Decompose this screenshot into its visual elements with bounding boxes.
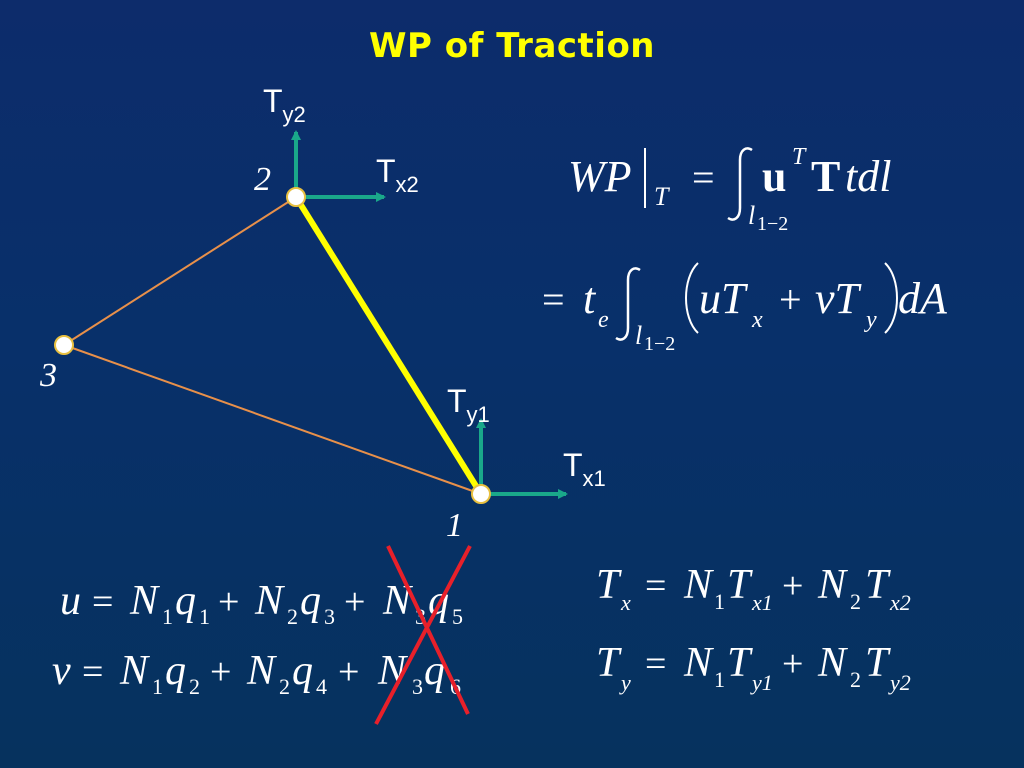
svg-text:N: N xyxy=(119,648,150,694)
svg-text:3: 3 xyxy=(412,674,423,699)
svg-text:1: 1 xyxy=(152,674,163,699)
equation-ty-interpolation: T y = N 1 T y1 + N 2 T y2 xyxy=(596,640,911,695)
svg-text:x2: x2 xyxy=(889,590,911,615)
integral-sign-2 xyxy=(615,267,641,341)
svg-text:tdl: tdl xyxy=(845,152,891,201)
svg-text:=: = xyxy=(645,643,666,685)
equation-work-potential-expanded: = t e l 1−2 uT x + vT y dA xyxy=(542,262,948,355)
label-tx1: Tx1 xyxy=(563,447,606,491)
svg-text:q: q xyxy=(175,578,196,624)
svg-text:=: = xyxy=(82,651,103,693)
svg-text:y2: y2 xyxy=(888,670,911,695)
svg-text:y: y xyxy=(864,307,877,333)
svg-text:l: l xyxy=(635,321,642,350)
svg-text:WP: WP xyxy=(568,152,632,201)
svg-text:4: 4 xyxy=(316,674,327,699)
svg-text:=: = xyxy=(645,565,666,607)
svg-text:e: e xyxy=(598,307,609,333)
svg-text:+: + xyxy=(344,581,365,623)
svg-text:T: T xyxy=(792,144,807,170)
svg-text:N: N xyxy=(817,562,848,608)
svg-text:+: + xyxy=(782,565,803,607)
svg-text:x1: x1 xyxy=(751,590,773,615)
edge-3-1 xyxy=(63,344,482,495)
svg-text:vT: vT xyxy=(815,274,863,323)
svg-text:T: T xyxy=(865,640,891,686)
label-tx2: Tx2 xyxy=(376,153,419,197)
svg-text:1: 1 xyxy=(714,589,725,614)
svg-text:T: T xyxy=(654,182,670,211)
svg-text:dA: dA xyxy=(898,274,948,323)
svg-text:1−2: 1−2 xyxy=(757,213,788,235)
slide-title: WP of Traction xyxy=(368,26,656,66)
svg-text:2: 2 xyxy=(850,589,861,614)
svg-text:q: q xyxy=(300,578,321,624)
svg-text:T: T xyxy=(596,640,622,686)
svg-text:N: N xyxy=(817,640,848,686)
label-ty2: Ty2 xyxy=(263,83,306,127)
svg-text:N: N xyxy=(683,640,714,686)
svg-text:2: 2 xyxy=(279,674,290,699)
label-ty1: Ty1 xyxy=(447,383,490,427)
equation-u-interpolation: u = N 1 q 1 + N 2 q 3 + N 3 q 5 xyxy=(60,578,463,629)
svg-text:q: q xyxy=(424,648,445,694)
svg-text:T: T xyxy=(596,562,622,608)
svg-text:+: + xyxy=(779,277,802,322)
svg-text:+: + xyxy=(782,643,803,685)
svg-text:x: x xyxy=(751,307,763,333)
svg-text:1: 1 xyxy=(199,604,210,629)
svg-text:N: N xyxy=(246,648,277,694)
node-label-3: 3 xyxy=(39,357,57,394)
node-3-dot xyxy=(54,335,74,355)
svg-text:5: 5 xyxy=(452,604,463,629)
svg-text:y1: y1 xyxy=(750,670,773,695)
svg-text:=: = xyxy=(542,277,565,322)
svg-text:q: q xyxy=(165,648,186,694)
svg-text:T: T xyxy=(727,562,753,608)
integral-sign-1 xyxy=(727,147,753,221)
node-1-dot xyxy=(471,484,491,504)
svg-text:1−2: 1−2 xyxy=(644,333,675,355)
svg-text:=: = xyxy=(692,155,715,200)
svg-text:v: v xyxy=(52,648,71,694)
svg-text:N: N xyxy=(683,562,714,608)
node-label-2: 2 xyxy=(254,161,271,198)
svg-text:u: u xyxy=(762,152,786,201)
equation-tx-interpolation: T x = N 1 T x1 + N 2 T x2 xyxy=(596,562,911,615)
svg-text:1: 1 xyxy=(162,604,173,629)
svg-text:y: y xyxy=(619,670,631,695)
svg-text:uT: uT xyxy=(699,274,749,323)
equation-v-interpolation: v = N 1 q 2 + N 2 q 4 + N 3 q 6 xyxy=(52,648,461,699)
svg-text:+: + xyxy=(218,581,239,623)
svg-text:N: N xyxy=(254,578,285,624)
node-label-1: 1 xyxy=(446,507,463,544)
edge-1-2-loaded xyxy=(293,195,484,496)
svg-text:u: u xyxy=(60,578,81,624)
node-2-dot xyxy=(286,187,306,207)
equation-work-potential: WP T = l 1−2 u T T tdl xyxy=(568,144,891,235)
svg-text:1: 1 xyxy=(714,667,725,692)
svg-text:+: + xyxy=(338,651,359,693)
svg-text:2: 2 xyxy=(850,667,861,692)
svg-text:T: T xyxy=(865,562,891,608)
cross-out-mark xyxy=(374,545,472,725)
svg-text:T: T xyxy=(811,152,840,201)
paren-right xyxy=(884,262,898,334)
svg-text:2: 2 xyxy=(287,604,298,629)
edge-2-3 xyxy=(63,196,297,346)
svg-text:l: l xyxy=(748,201,755,230)
svg-text:q: q xyxy=(292,648,313,694)
svg-text:x: x xyxy=(620,590,631,615)
svg-text:2: 2 xyxy=(189,674,200,699)
svg-text:T: T xyxy=(727,640,753,686)
svg-text:N: N xyxy=(129,578,160,624)
svg-text:=: = xyxy=(92,581,113,623)
paren-left xyxy=(685,262,699,334)
svg-text:t: t xyxy=(583,274,597,323)
svg-text:3: 3 xyxy=(324,604,335,629)
svg-text:+: + xyxy=(210,651,231,693)
